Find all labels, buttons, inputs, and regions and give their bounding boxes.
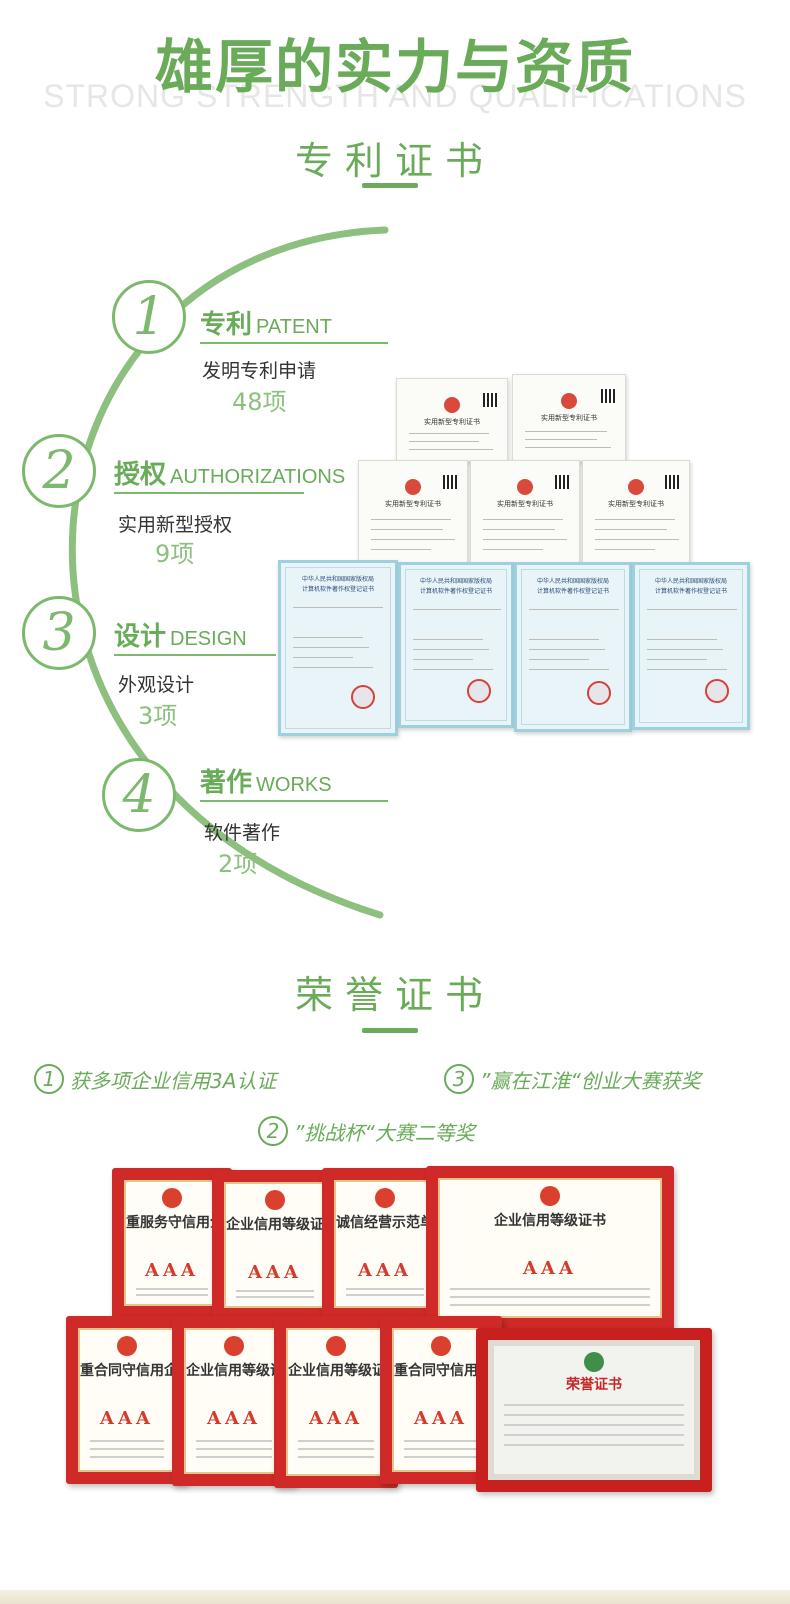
design-heading-cn: 设计 <box>114 622 167 652</box>
design-desc: 外观设计 <box>118 674 195 696</box>
step-1-number: 1 <box>112 280 186 354</box>
honor-label-number: 2 <box>258 1116 288 1146</box>
timeline-arc <box>68 226 389 919</box>
software-copyright-cert: 中华人民共和国国家版权局计算机软件著作权登记证书 <box>278 560 398 736</box>
authorizations-desc: 实用新型授权 <box>118 514 233 536</box>
authorizations-heading-en: AUTHORIZATIONS <box>170 466 346 488</box>
works-heading-cn: 著作 <box>200 768 253 798</box>
honor-cert: 企业信用等级证书 AAA <box>172 1316 296 1486</box>
patent-section-underline <box>362 183 418 188</box>
page-subtitle: STRONG STRENGTH AND QUALIFICATIONS <box>43 78 747 114</box>
honor-section-underline <box>362 1028 418 1033</box>
utility-patent-cert: 实用新型专利证书 <box>582 460 690 564</box>
works-desc: 软件著作 <box>204 822 281 844</box>
honor-label-challenge-cup: 2”挑战杯“大赛二等奖 <box>258 1116 475 1146</box>
step-2-number: 2 <box>22 434 96 508</box>
utility-patent-cert: 实用新型专利证书 <box>358 460 468 564</box>
honor-cert: 重合同守信用企业 AAA <box>380 1316 502 1484</box>
software-copyright-cert: 中华人民共和国国家版权局计算机软件著作权登记证书 <box>514 562 632 732</box>
bottom-strip <box>0 1590 790 1604</box>
step-4-number: 4 <box>102 758 176 832</box>
software-copyright-cert: 中华人民共和国国家版权局计算机软件著作权登记证书 <box>398 562 514 728</box>
honor-section-title: 荣誉证书 <box>294 973 495 1017</box>
patent-section-title: 专利证书 <box>294 139 495 183</box>
honor-cert: 企业信用等级证书 AAA <box>212 1170 338 1320</box>
design-count: 3项 <box>138 702 178 730</box>
page-title: 雄厚的实力与资质 <box>154 33 635 101</box>
patent-heading-cn: 专利 <box>200 310 253 340</box>
honor-cert: 企业信用等级证书 AAA <box>274 1316 398 1488</box>
step-3-number: 3 <box>22 596 96 670</box>
honor-label-jianghuai: 3”赢在江淮“创业大赛获奖 <box>444 1064 701 1094</box>
patent-desc: 发明专利申请 <box>202 360 317 382</box>
authorizations-count: 9项 <box>155 540 195 568</box>
utility-patent-cert: 实用新型专利证书 <box>396 378 508 462</box>
utility-patent-cert: 实用新型专利证书 <box>512 374 626 462</box>
timeline-arc-path <box>68 226 389 919</box>
honor-label-number: 1 <box>34 1064 64 1094</box>
works-heading-en: WORKS <box>256 774 332 796</box>
patent-heading-en: PATENT <box>256 316 332 338</box>
utility-patent-cert: 实用新型专利证书 <box>470 460 580 564</box>
patent-count: 48项 <box>232 388 287 416</box>
honor-cert: 重合同守信用企业 AAA <box>66 1316 188 1484</box>
design-heading-en: DESIGN <box>170 628 247 650</box>
honor-label-number: 3 <box>444 1064 474 1094</box>
authorizations-heading-cn: 授权 <box>114 460 167 490</box>
honor-cert: 企业信用等级证书 AAA <box>426 1166 674 1330</box>
honor-plaque: 荣誉证书 <box>476 1328 712 1492</box>
works-count: 2项 <box>218 850 258 878</box>
software-copyright-cert: 中华人民共和国国家版权局计算机软件著作权登记证书 <box>632 562 750 730</box>
